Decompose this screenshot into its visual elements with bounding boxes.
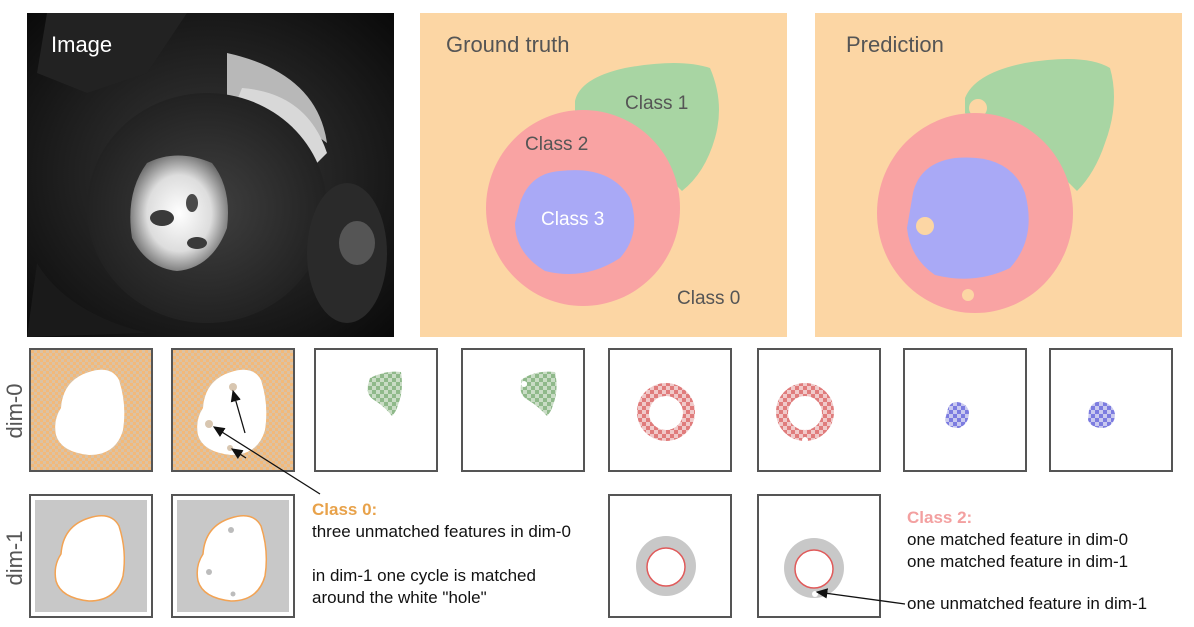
class0-note-line3: around the white "hole" [312, 588, 487, 607]
dim0-class2-gt-box [608, 348, 732, 472]
class0-note: Class 0: three unmatched features in dim… [312, 499, 571, 609]
class3-label-gt: Class 3 [541, 209, 604, 230]
class2-note-heading: Class 2: [907, 508, 973, 527]
dim1-class0-pred-box [171, 494, 295, 618]
class0-note-heading: Class 0: [312, 500, 378, 519]
ground-truth-segmentation: Class 1 Class 2 Class 3 Class 0 [486, 63, 740, 309]
dim0-class0-pred-box [171, 348, 295, 472]
prediction-segmentation [877, 59, 1114, 313]
dim1-class0-gt-box [29, 494, 153, 618]
class3-region-pred [907, 157, 1029, 279]
prediction-title: Prediction [846, 32, 944, 57]
dim0-class1-pred-box [461, 348, 585, 472]
class1-region-pred [965, 59, 1114, 191]
class1-region-gt [575, 63, 719, 191]
dim0-class2-pred-box [757, 348, 881, 472]
dim0-class3-gt-box [903, 348, 1027, 472]
class2-unmatched-note: one unmatched feature in dim-1 [907, 594, 1148, 613]
ground-truth-title: Ground truth [446, 32, 570, 57]
class2-label-gt: Class 2 [525, 134, 588, 155]
dim0-class1-gt-box [314, 348, 438, 472]
class2-note-line2: one matched feature in dim-1 [907, 552, 1129, 571]
dim0-class0-gt-box [29, 348, 153, 472]
row-label-dim0: dim-0 [2, 383, 27, 439]
class2-note: Class 2: one matched feature in dim-0 on… [907, 507, 1128, 573]
class3-region-gt [515, 170, 635, 275]
dim1-class2-pred-box [757, 494, 881, 618]
class0-note-line2: in dim-1 one cycle is matched [312, 566, 536, 585]
image-title: Image [51, 32, 113, 57]
class2-note-line1: one matched feature in dim-0 [907, 530, 1129, 549]
class0-label-gt: Class 0 [677, 288, 740, 309]
ground-truth-panel: Class 1 Class 2 Class 3 Class 0 Ground t… [420, 13, 787, 337]
mri-image-panel: Image [27, 13, 394, 337]
class1-label-gt: Class 1 [625, 93, 688, 114]
mri-image [27, 13, 394, 337]
row-label-dim1: dim-1 [2, 530, 27, 586]
class0-note-line1: three unmatched features in dim-0 [312, 522, 571, 541]
dim1-class2-gt-box [608, 494, 732, 618]
prediction-panel: Prediction [815, 13, 1182, 337]
dim0-class3-pred-box [1049, 348, 1173, 472]
